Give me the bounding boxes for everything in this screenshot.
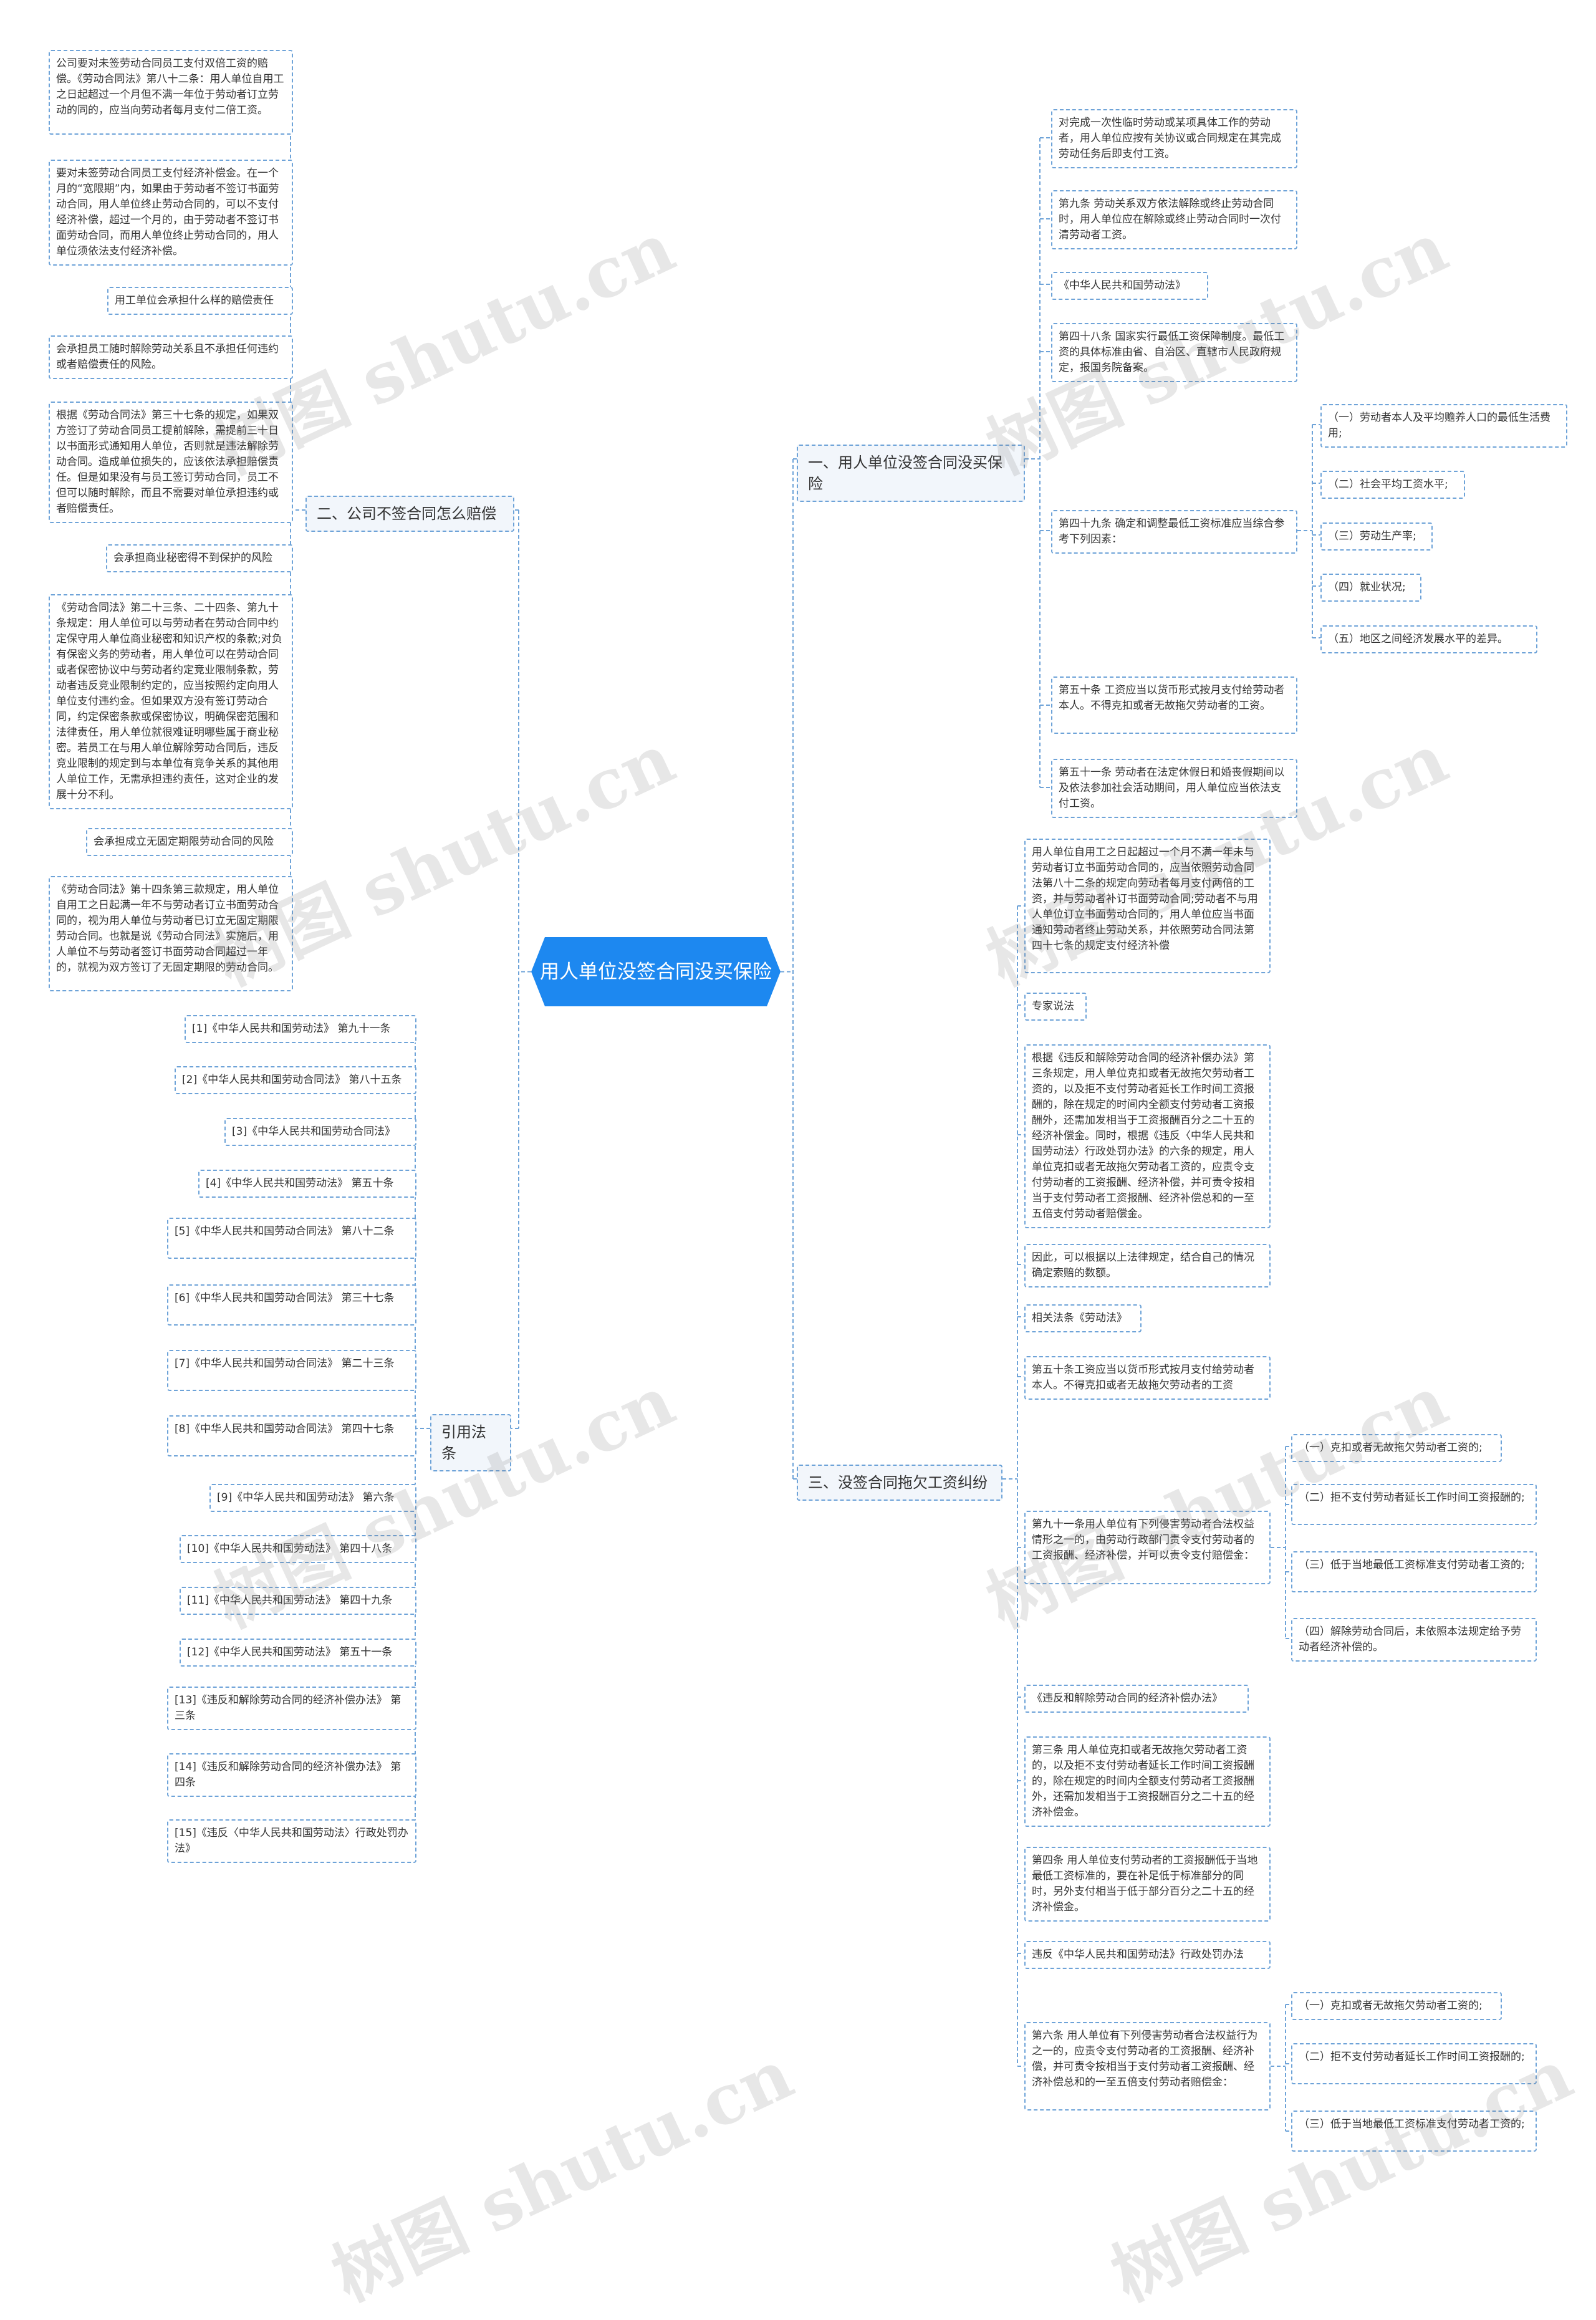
topic-node[interactable]: [8]《中华人民共和国劳动合同法》 第四十七条 <box>167 1415 416 1456</box>
topic-node[interactable]: [12]《中华人民共和国劳动法》 第五十一条 <box>180 1639 416 1667</box>
topic-node[interactable]: [15]《违反〈中华人民共和国劳动法〉行政处罚办法》 <box>167 1819 416 1863</box>
topic-node[interactable]: 会承担成立无固定期限劳动合同的风险 <box>86 828 293 856</box>
topic-node[interactable]: 《劳动合同法》第二十三条、二十四条、第九十条规定：用人单位可以与劳动者在劳动合同… <box>49 594 293 809</box>
topic-node[interactable]: 第五十一条 劳动者在法定休假日和婚丧假期间以及依法参加社会活动期间，用人单位应当… <box>1051 759 1297 818</box>
topic-node[interactable]: [9]《中华人民共和国劳动法》 第六条 <box>209 1484 416 1512</box>
topic-node[interactable]: 《违反和解除劳动合同的经济补偿办法》 <box>1024 1685 1249 1713</box>
topic-node[interactable]: 第五十条工资应当以货币形式按月支付给劳动者本人。不得克扣或者无故拖欠劳动者的工资 <box>1024 1356 1271 1400</box>
topic-node[interactable]: 因此，可以根据以上法律规定，结合自己的情况确定索赔的数额。 <box>1024 1244 1271 1288</box>
topic-node[interactable]: 对完成一次性临时劳动或某项具体工作的劳动者，用人单位应按有关协议或合同规定在其完… <box>1051 109 1297 168</box>
topic-node[interactable]: 《劳动合同法》第十四条第三款规定，用人单位自用工之日起满一年不与劳动者订立书面劳… <box>49 876 293 991</box>
topic-node[interactable]: 用人单位自用工之日起超过一个月不满一年未与劳动者订立书面劳动合同的，应当依照劳动… <box>1024 839 1271 973</box>
topic-node[interactable]: （三）劳动生产率; <box>1320 522 1433 551</box>
topic-node[interactable]: 根据《违反和解除劳动合同的经济补偿办法》第三条规定，用人单位克扣或者无故拖欠劳动… <box>1024 1044 1271 1228</box>
topic-node[interactable]: [7]《中华人民共和国劳动合同法》 第二十三条 <box>167 1350 416 1391</box>
topic-node[interactable]: 第四十八条 国家实行最低工资保障制度。最低工资的具体标准由省、自治区、直辖市人民… <box>1051 323 1297 382</box>
topic-node[interactable]: （一）克扣或者无故拖欠劳动者工资的; <box>1291 1992 1502 2020</box>
topic-node[interactable]: [11]《中华人民共和国劳动法》 第四十九条 <box>180 1587 416 1615</box>
root-topic[interactable]: 用人单位没签合同没买保险 <box>531 937 781 1006</box>
topic-node[interactable]: （三）低于当地最低工资标准支付劳动者工资的; <box>1291 1551 1537 1592</box>
topic-node[interactable]: （五）地区之间经济发展水平的差异。 <box>1320 625 1537 653</box>
topic-node[interactable]: （二）社会平均工资水平; <box>1320 471 1465 499</box>
topic-node[interactable]: 《中华人民共和国劳动法》 <box>1051 272 1208 300</box>
topic-node[interactable]: [14]《违反和解除劳动合同的经济补偿办法》 第四条 <box>167 1753 416 1797</box>
topic-node[interactable]: 会承担员工随时解除劳动关系且不承担任何违约或者赔偿责任的风险。 <box>49 335 293 379</box>
topic-node[interactable]: （二）拒不支付劳动者延长工作时间工资报酬的; <box>1291 1484 1537 1525</box>
topic-node[interactable]: [5]《中华人民共和国劳动合同法》 第八十二条 <box>167 1218 416 1259</box>
topic-node[interactable]: 用工单位会承担什么样的赔偿责任 <box>107 287 293 315</box>
connector-lines <box>290 92 1320 2132</box>
branch-b4[interactable]: 引用法条 <box>430 1414 511 1471</box>
topic-node[interactable]: （四）就业状况; <box>1320 574 1421 602</box>
topic-node[interactable]: 第三条 用人单位克扣或者无故拖欠劳动者工资的，以及拒不支付劳动者延长工作时间工资… <box>1024 1736 1271 1827</box>
topic-node[interactable]: （四）解除劳动合同后，未依照本法规定给予劳动者经济补偿的。 <box>1291 1618 1537 1662</box>
topic-node[interactable]: [1]《中华人民共和国劳动法》 第九十一条 <box>185 1015 416 1043</box>
topic-node[interactable]: 第九十一条用人单位有下列侵害劳动者合法权益情形之一的，由劳动行政部门责令支付劳动… <box>1024 1511 1271 1584</box>
topic-node[interactable]: 第六条 用人单位有下列侵害劳动者合法权益行为之一的，应责令支付劳动者的工资报酬、… <box>1024 2022 1271 2111</box>
topic-node[interactable]: （三）低于当地最低工资标准支付劳动者工资的; <box>1291 2111 1537 2152</box>
topic-node[interactable]: （二）拒不支付劳动者延长工作时间工资报酬的; <box>1291 2043 1537 2084</box>
branch-b2[interactable]: 二、公司不签合同怎么赔偿 <box>305 496 514 532</box>
topic-node[interactable]: 公司要对未签劳动合同员工支付双倍工资的赔偿。《劳动合同法》第八十二条：用人单位自… <box>49 50 293 135</box>
topic-node[interactable]: 会承担商业秘密得不到保护的风险 <box>106 544 293 572</box>
branch-b3[interactable]: 三、没签合同拖欠工资纠纷 <box>797 1465 1002 1501</box>
topic-node[interactable]: [2]《中华人民共和国劳动合同法》 第八十五条 <box>175 1066 416 1094</box>
topic-node[interactable]: [4]《中华人民共和国劳动法》 第五十条 <box>198 1170 416 1198</box>
topic-node[interactable]: [3]《中华人民共和国劳动合同法》 <box>224 1118 416 1146</box>
mind-map: 用人单位没签合同没买保险 一、用人单位没签合同没买保险二、公司不签合同怎么赔偿三、… <box>49 50 1584 2316</box>
topic-node[interactable]: [10]《中华人民共和国劳动法》 第四十八条 <box>180 1535 416 1563</box>
topic-node[interactable]: 根据《劳动合同法》第三十七条的规定，如果双方签订了劳动合同员工提前解除，需提前三… <box>49 402 293 523</box>
topic-node[interactable]: [13]《违反和解除劳动合同的经济补偿办法》 第三条 <box>167 1687 416 1730</box>
topic-node[interactable]: 相关法条《劳动法》 <box>1024 1304 1142 1332</box>
branch-b1[interactable]: 一、用人单位没签合同没买保险 <box>797 445 1025 502</box>
topic-node[interactable]: [6]《中华人民共和国劳动合同法》 第三十七条 <box>167 1284 416 1326</box>
topic-node[interactable]: 违反《中华人民共和国劳动法》行政处罚办法 <box>1024 1941 1271 1969</box>
topic-node[interactable]: 第九条 劳动关系双方依法解除或终止劳动合同时，用人单位应在解除或终止劳动合同时一… <box>1051 190 1297 249</box>
topic-node[interactable]: 第四条 用人单位支付劳动者的工资报酬低于当地最低工资标准的，要在补足低于标准部分… <box>1024 1847 1271 1922</box>
topic-node[interactable]: 第四十九条 确定和调整最低工资标准应当综合参考下列因素： <box>1051 510 1297 554</box>
topic-node[interactable]: 专家说法 <box>1024 993 1087 1021</box>
topic-node[interactable]: 第五十条 工资应当以货币形式按月支付给劳动者本人。不得克扣或者无故拖欠劳动者的工… <box>1051 676 1297 734</box>
topic-node[interactable]: （一）劳动者本人及平均赡养人口的最低生活费用; <box>1320 404 1567 448</box>
topic-node[interactable]: （一）克扣或者无故拖欠劳动者工资的; <box>1291 1434 1502 1462</box>
topic-node[interactable]: 要对未签劳动合同员工支付经济补偿金。在一个月的“宽限期”内，如果由于劳动者不签订… <box>49 160 293 266</box>
